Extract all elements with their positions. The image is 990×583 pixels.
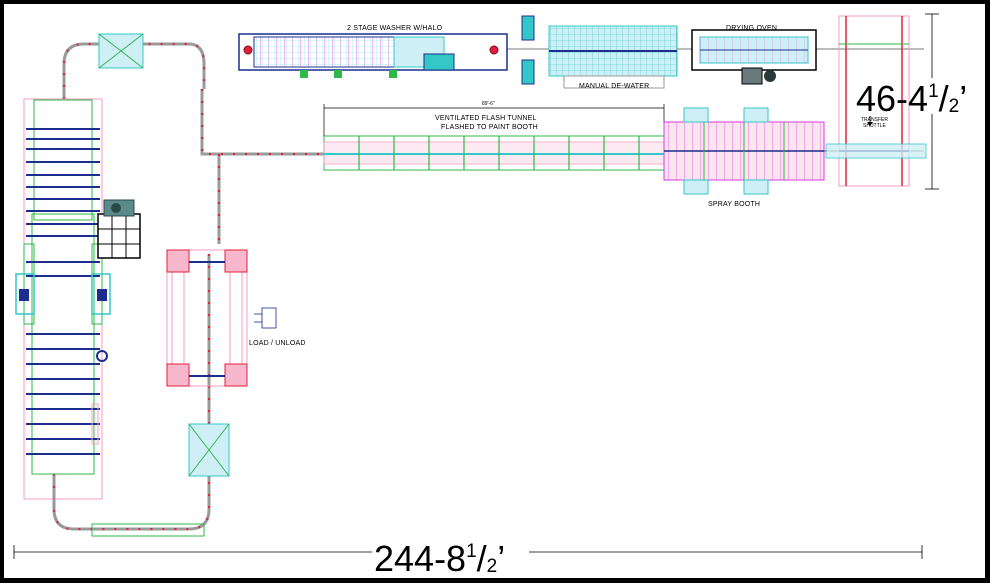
load-unload-label: LOAD / UNLOAD: [249, 340, 306, 347]
flash-tunnel: [323, 104, 665, 171]
x-crossover-bottom: [188, 423, 230, 477]
tunnel-length-label: 89'-6": [482, 101, 495, 107]
spray-booth-label: SPRAY BOOTH: [708, 201, 761, 208]
transfer-shuttle: [825, 15, 927, 187]
flash-tunnel-label-2: FLASHED TO PAINT BOOTH: [441, 124, 538, 131]
overall-height-dimension: 46-41/2’: [856, 78, 968, 119]
washer-label: 2 STAGE WASHER W/HALO: [347, 25, 443, 32]
overall-width-dimension: 244-81/2’: [374, 538, 506, 579]
transfer-shuttle-label-1: TRANSFER: [861, 117, 888, 123]
drying-oven-label: DRYING OVEN: [726, 25, 778, 32]
manual-dewater-label: MANUAL DE-WATER: [579, 83, 650, 90]
x-crossover-top: [98, 33, 144, 69]
left-line-rungs: [26, 128, 100, 455]
flash-tunnel-ribs: [358, 136, 640, 170]
overall-height-dimension-line: [925, 13, 939, 190]
layout-drawing: 2 STAGE WASHER W/HALO DRYING OVEN MANUAL…: [3, 3, 986, 579]
flash-tunnel-label-1: VENTILATED FLASH TUNNEL: [435, 115, 537, 122]
washer: [238, 33, 508, 78]
conveyor-red-markers: [53, 43, 324, 530]
spray-booth: [663, 107, 825, 195]
bottom-conveyor-frame: [91, 523, 205, 537]
load-unload-station: [166, 249, 277, 387]
plant-layout-svg: [13, 13, 939, 559]
left-line-cyan-accents: [15, 273, 111, 445]
control-panel: [97, 199, 141, 259]
manual-dewater: [521, 15, 678, 89]
transfer-shuttle-label-2: SHUTTLE: [863, 123, 886, 129]
drying-oven: [691, 29, 817, 85]
overall-width-dimension-line: [13, 545, 923, 559]
